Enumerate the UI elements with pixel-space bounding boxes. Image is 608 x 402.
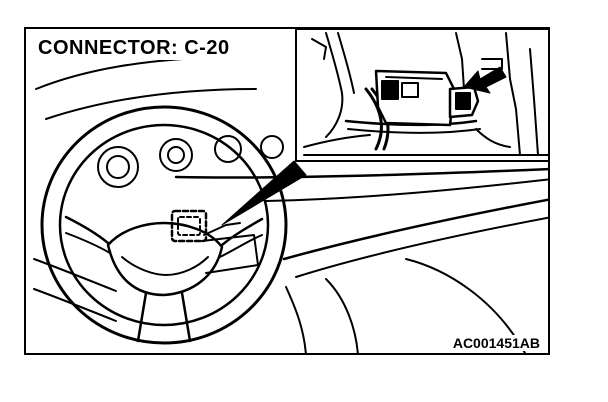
- connector-location: [170, 209, 208, 243]
- diagram-frame: CONNECTOR: C-20 AC001451AB: [24, 27, 550, 355]
- dashboard-outline: [33, 56, 548, 353]
- steering-wheel: [40, 105, 288, 345]
- instrument-gauges: [97, 135, 284, 188]
- inset-detail: [295, 29, 548, 162]
- callout-pointer: [221, 160, 307, 226]
- arrow-left-icon: [463, 66, 507, 94]
- figure-title: CONNECTOR: C-20: [36, 37, 232, 60]
- line-drawing: [33, 29, 548, 353]
- steering-column: [201, 222, 259, 274]
- reference-code: AC001451AB: [450, 335, 542, 351]
